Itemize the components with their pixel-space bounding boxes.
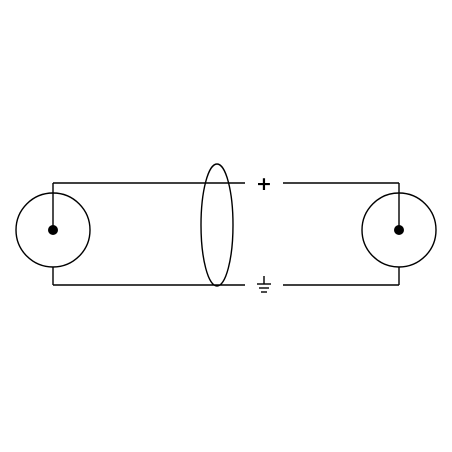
right-connector-pin-dot — [394, 225, 404, 235]
left-rca-connector-icon — [15, 183, 91, 268]
right-rca-connector-icon — [361, 183, 437, 268]
left-connector-pin-dot — [48, 225, 58, 235]
cable-shield-ellipse-icon — [200, 163, 234, 287]
signal-plus-label: + — [256, 173, 272, 195]
ground-icon — [257, 276, 271, 293]
